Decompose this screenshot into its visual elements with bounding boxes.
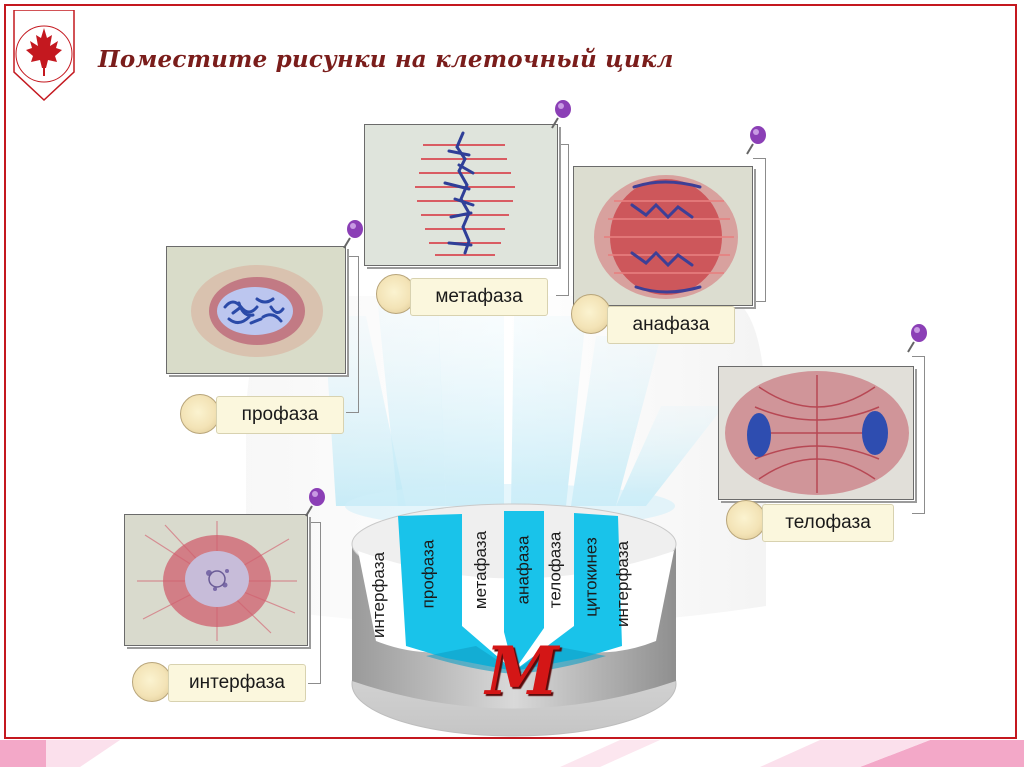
card-prophase[interactable]: профаза bbox=[166, 246, 366, 436]
footer-decoration bbox=[0, 740, 1024, 767]
slide-frame: Поместите рисунки на клеточный цикл bbox=[4, 4, 1017, 739]
push-pin-icon bbox=[546, 98, 572, 132]
push-pin-icon bbox=[300, 486, 326, 520]
metaphase-micrograph bbox=[364, 124, 558, 266]
card-telophase[interactable]: телофаза bbox=[718, 366, 928, 542]
anaphase-micrograph bbox=[573, 166, 753, 306]
label-interphase: интерфаза bbox=[168, 664, 306, 702]
cylinder-phase-cytokinesis: цитокинез bbox=[574, 516, 610, 638]
card-interphase[interactable]: интерфаза bbox=[124, 514, 324, 706]
interphase-micrograph bbox=[124, 514, 308, 646]
prophase-micrograph bbox=[166, 246, 346, 374]
cell-thumbnail-icon bbox=[726, 500, 766, 540]
cylinder-phase-anaphase: анафаза bbox=[506, 511, 540, 629]
label-telophase: телофаза bbox=[762, 504, 894, 542]
cylinder-phase-telophase: телофаза bbox=[538, 511, 572, 629]
push-pin-icon bbox=[741, 124, 767, 158]
cell-thumbnail-icon bbox=[132, 662, 172, 702]
cell-thumbnail-icon bbox=[571, 294, 611, 334]
label-metaphase: метафаза bbox=[410, 278, 548, 316]
push-pin-icon bbox=[338, 218, 364, 252]
label-anaphase: анафаза bbox=[607, 306, 735, 344]
telophase-micrograph bbox=[718, 366, 914, 500]
cylinder-phase-interphase-end: интерфаза bbox=[608, 526, 638, 642]
label-prophase: профаза bbox=[216, 396, 344, 434]
card-anaphase[interactable]: анафаза bbox=[573, 166, 769, 344]
cylinder-phase-prophase: профаза bbox=[410, 518, 446, 630]
cylinder-phase-interphase-start: интерфаза bbox=[364, 541, 394, 649]
cylinder-phase-metaphase: метафаза bbox=[464, 511, 498, 629]
push-pin-icon bbox=[902, 322, 928, 356]
mitosis-letter: М bbox=[472, 638, 572, 704]
cell-thumbnail-icon bbox=[180, 394, 220, 434]
card-metaphase[interactable]: метафаза bbox=[364, 124, 574, 320]
